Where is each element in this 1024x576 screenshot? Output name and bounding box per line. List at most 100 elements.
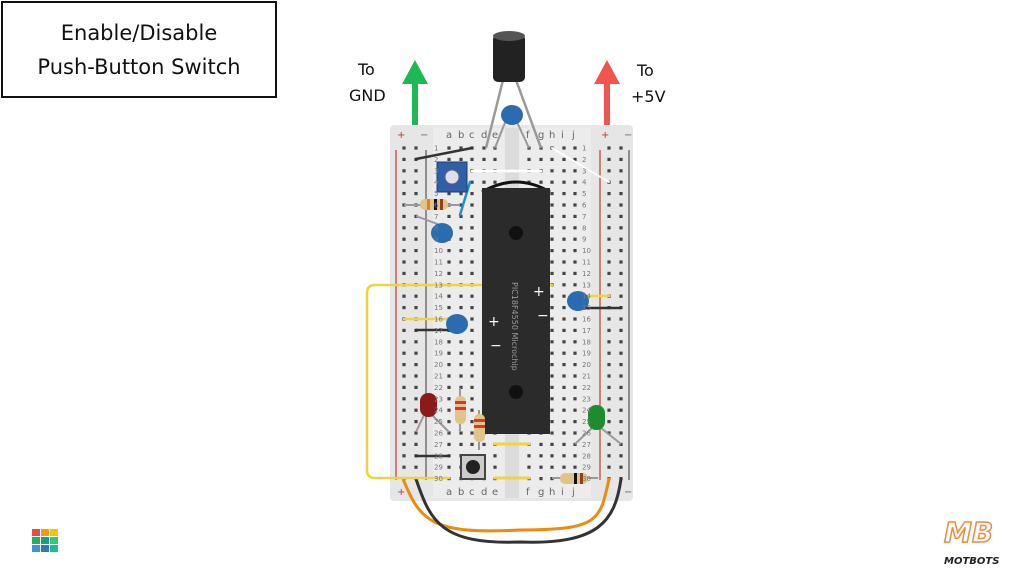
breadboard-hole	[562, 385, 566, 389]
breadboard-hole	[402, 363, 406, 367]
breadboard-hole	[447, 385, 451, 389]
breadboard-hole	[402, 431, 406, 435]
breadboard-hole	[607, 363, 611, 367]
breadboard-hole	[447, 420, 451, 424]
row-number: 4	[582, 179, 587, 187]
breadboard-hole	[447, 408, 451, 412]
breadboard-hole	[573, 351, 577, 355]
row-number: 16	[434, 316, 443, 324]
column-label: i	[561, 487, 564, 498]
breadboard-hole	[562, 431, 566, 435]
breadboard-hole	[550, 420, 554, 424]
breadboard-hole	[459, 226, 463, 230]
breadboard-hole	[414, 385, 418, 389]
row-number: 29	[582, 464, 591, 472]
breadboard-hole	[607, 169, 611, 173]
breadboard-hole	[402, 454, 406, 458]
breadboard-hole	[619, 397, 623, 401]
breadboard-hole	[402, 408, 406, 412]
breadboard-hole	[550, 180, 554, 184]
column-label: g	[538, 487, 544, 498]
breadboard-hole	[607, 260, 611, 264]
column-label: c	[469, 130, 475, 141]
row-number: 30	[582, 475, 591, 483]
breadboard-hole	[619, 328, 623, 332]
breadboard-hole	[459, 249, 463, 253]
breadboard-hole	[573, 442, 577, 446]
breadboard-hole	[550, 294, 554, 298]
breadboard-hole	[459, 351, 463, 355]
breadboard-hole	[482, 157, 486, 161]
breadboard-hole	[470, 340, 474, 344]
breadboard-hole	[607, 340, 611, 344]
breadboard-hole	[550, 351, 554, 355]
breadboard-hole	[562, 351, 566, 355]
row-number: 16	[582, 316, 591, 324]
row-number: 18	[582, 338, 591, 346]
row-number: 1	[582, 145, 586, 153]
row-number: 2	[582, 156, 586, 164]
breadboard-hole	[619, 271, 623, 275]
breadboard-hole	[470, 351, 474, 355]
breadboard-hole	[619, 249, 623, 253]
breadboard-hole	[550, 408, 554, 412]
electrolytic-capacitor	[484, 31, 543, 149]
breadboard-hole	[459, 214, 463, 218]
row-number: 19	[434, 350, 443, 358]
white-diagonal-wire	[551, 147, 610, 183]
resistor	[552, 473, 598, 484]
breadboard-hole	[619, 146, 623, 150]
breadboard-hole	[607, 317, 611, 321]
breadboard-hole	[550, 260, 554, 264]
breadboard-hole	[414, 465, 418, 469]
row-number: 28	[434, 452, 443, 460]
breadboard-hole	[447, 192, 451, 196]
breadboard-hole	[550, 169, 554, 173]
breadboard-hole	[470, 317, 474, 321]
breadboard-hole	[402, 169, 406, 173]
column-label: f	[526, 487, 530, 498]
blue-jumper	[458, 180, 472, 217]
breadboard-hole	[619, 340, 623, 344]
breadboard-hole	[402, 192, 406, 196]
breadboard-hole	[470, 157, 474, 161]
resistor	[455, 388, 466, 432]
breadboard-hole	[562, 317, 566, 321]
breadboard-hole	[573, 192, 577, 196]
breadboard-hole	[402, 374, 406, 378]
breadboard-hole	[619, 317, 623, 321]
breadboard-hole	[573, 169, 577, 173]
push-button-switch[interactable]	[460, 454, 486, 480]
breadboard-hole	[573, 328, 577, 332]
title-line-1: Enable/Disable	[60, 20, 218, 45]
breadboard-hole	[539, 442, 543, 446]
breadboard-hole	[539, 454, 543, 458]
breadboard-hole	[539, 465, 543, 469]
breadboard-hole	[414, 397, 418, 401]
breadboard-hole	[607, 385, 611, 389]
breadboard-hole	[470, 180, 474, 184]
breadboard-hole	[562, 260, 566, 264]
breadboard-hole	[619, 237, 623, 241]
row-number: 20	[582, 361, 591, 369]
breadboard-hole	[607, 374, 611, 378]
breadboard-hole	[573, 146, 577, 150]
breadboard-hole	[402, 351, 406, 355]
row-number: 9	[434, 236, 438, 244]
row-number: 22	[434, 384, 443, 392]
breadboard-hole	[573, 157, 577, 161]
breadboard-hole	[459, 442, 463, 446]
ceramic-capacitor	[415, 215, 453, 243]
row-number: 30	[434, 475, 443, 483]
breadboard-hole	[573, 283, 577, 287]
breadboard-hole	[619, 385, 623, 389]
breadboard-hole	[470, 385, 474, 389]
chip-minus: −	[537, 308, 549, 324]
black-jumper	[414, 146, 474, 161]
breadboard-hole	[447, 363, 451, 367]
breadboard-hole	[573, 420, 577, 424]
breadboard-hole	[402, 157, 406, 161]
row-number: 5	[434, 190, 438, 198]
breadboard-hole	[607, 226, 611, 230]
breadboard-hole	[550, 192, 554, 196]
